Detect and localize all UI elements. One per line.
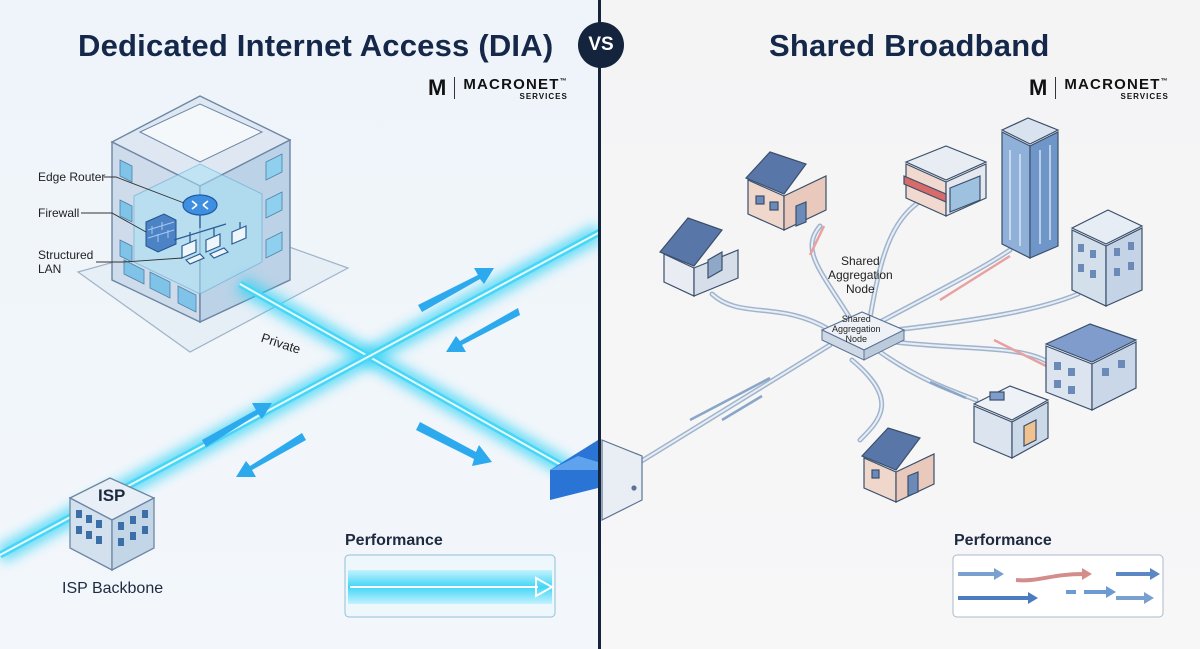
macronet-logo-left: M MACRONET™ SERVICES xyxy=(428,74,568,102)
flow-arrows xyxy=(202,268,520,477)
dia-performance-label: Performance xyxy=(345,532,443,549)
dia-illustration xyxy=(0,95,600,618)
tower xyxy=(1000,117,1060,259)
broadband-title: Shared Broadband xyxy=(769,28,1050,63)
house-bottom xyxy=(860,427,935,503)
broadband-performance-label: Performance xyxy=(954,532,1052,549)
macronet-name: MACRONET xyxy=(1064,76,1161,93)
house-left xyxy=(659,217,739,297)
isp-backbone-label: ISP Backbone xyxy=(62,580,164,597)
macronet-logo-right: M MACRONET™ SERVICES xyxy=(1029,74,1169,102)
macronet-name: MACRONET xyxy=(463,76,560,93)
shop xyxy=(903,145,988,217)
trademark: ™ xyxy=(559,78,568,85)
edge-router-label: Edge Router xyxy=(38,170,106,184)
broadband-performance-bar xyxy=(952,554,1164,618)
shared-node-callout: Shared Aggregation Node xyxy=(828,254,893,296)
broadband-endpoint xyxy=(601,439,643,521)
panel-divider xyxy=(598,0,601,649)
vs-badge: VS xyxy=(578,22,624,68)
shared-node-box-label: Shared Aggregation Node xyxy=(832,314,881,344)
house-top-left xyxy=(744,151,827,231)
isp-label: ISP xyxy=(98,486,126,505)
endpoint-box xyxy=(550,440,598,500)
office-right xyxy=(1070,209,1144,307)
structured-lan-label: Structured LAN xyxy=(38,248,94,276)
macronet-sub: SERVICES xyxy=(1120,92,1169,101)
macronet-mark: M xyxy=(1029,77,1057,99)
aggregation-node xyxy=(820,311,906,361)
trademark: ™ xyxy=(1160,78,1169,85)
firewall-icon xyxy=(145,213,177,253)
macronet-sub: SERVICES xyxy=(519,92,568,101)
dia-performance-bar xyxy=(344,554,556,618)
dia-building xyxy=(110,95,292,324)
lan-laptop-icons xyxy=(181,225,247,265)
firewall-label: Firewall xyxy=(38,206,80,220)
dia-title: Dedicated Internet Access (DIA) xyxy=(78,28,554,63)
traffic-arrows xyxy=(689,225,1051,422)
broadband-panel xyxy=(600,0,1200,649)
office-mid-right xyxy=(1044,323,1138,411)
isp-building xyxy=(68,477,156,572)
store-lower-right xyxy=(972,385,1050,460)
macronet-mark: M xyxy=(428,77,456,99)
